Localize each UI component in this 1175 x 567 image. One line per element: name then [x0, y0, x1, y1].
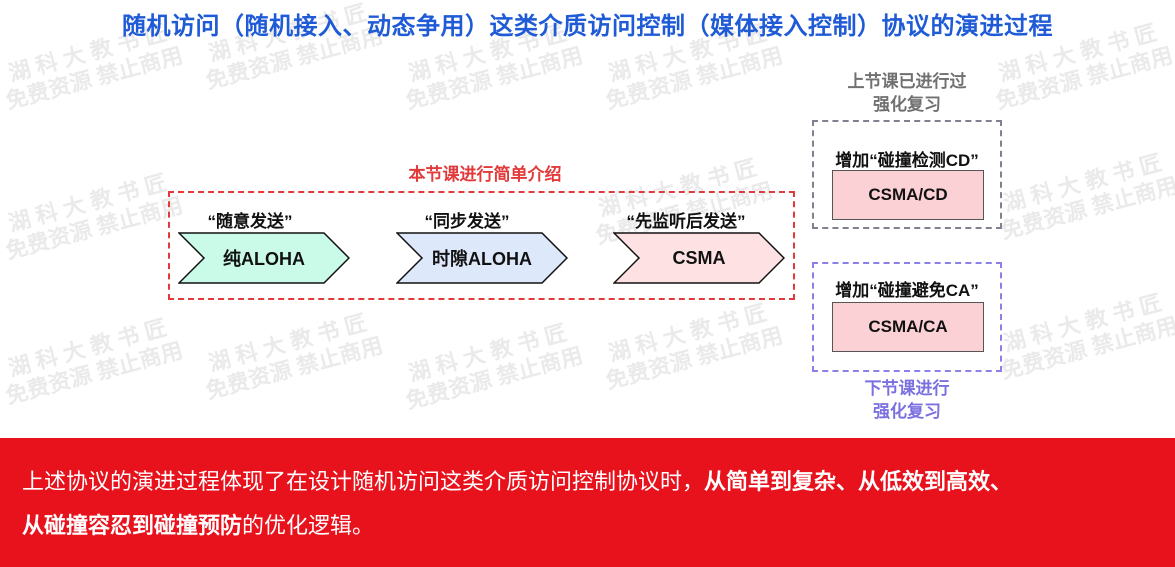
ca-caption: 下节课进行 强化复习: [812, 377, 1002, 423]
stage-pure-aloha: 纯ALOHA: [178, 232, 350, 284]
ca-heading: 增加“碰撞避免CA”: [835, 281, 979, 300]
summary-bold-1: 从简单到复杂、从低效到高效、: [704, 469, 1013, 494]
summary-bold-2: 从碰撞容忍到碰撞预防: [22, 513, 243, 538]
stage-label: 时隙ALOHA: [432, 249, 532, 269]
cd-caption: 上节课已进行过 强化复习: [812, 70, 1002, 116]
chevron-shape: [178, 232, 350, 284]
csma-ca-box: CSMA/CA: [832, 302, 984, 352]
watermark: 湖 科 大 教 书 匠免费资源 禁止商用: [203, 309, 386, 404]
stage-slotted-aloha: 时隙ALOHA: [396, 232, 568, 284]
cd-caption-line1: 上节课已进行过: [847, 72, 967, 91]
stage-quote-aloha: “随意发送”: [207, 212, 293, 231]
chevron-shape: [613, 232, 785, 284]
ca-caption-line1: 下节课进行: [864, 379, 950, 398]
watermark: 湖 科 大 教 书 匠免费资源 禁止商用: [603, 299, 786, 394]
intro-section-frame: [168, 191, 795, 300]
watermark: 湖 科 大 教 书 匠免费资源 禁止商用: [998, 289, 1175, 384]
cd-caption-line2: 强化复习: [873, 95, 941, 114]
cd-section-frame: 增加“碰撞检测CD” CSMA/CD: [812, 120, 1002, 229]
summary-text-1: 上述协议的演进过程体现了在设计随机访问这类介质访问控制协议时，: [22, 469, 705, 494]
ca-caption-line2: 强化复习: [873, 402, 941, 421]
stage-quote-slotted-aloha: “同步发送”: [424, 212, 510, 231]
csma-cd-box: CSMA/CD: [832, 170, 984, 220]
watermark: 湖 科 大 教 书 匠免费资源 禁止商用: [403, 319, 586, 414]
stage-label: 纯ALOHA: [223, 249, 305, 269]
watermark: 湖 科 大 教 书 匠免费资源 禁止商用: [3, 314, 186, 409]
chevron-shape: [396, 232, 568, 284]
stage-csma: CSMA: [613, 232, 785, 284]
stage-label: CSMA: [672, 247, 726, 268]
ca-section-frame: 增加“碰撞避免CA” CSMA/CA: [812, 262, 1002, 372]
summary-banner: 上述协议的演进过程体现了在设计随机访问这类介质访问控制协议时，从简单到复杂、从低…: [0, 438, 1175, 567]
watermark: 湖 科 大 教 书 匠免费资源 禁止商用: [998, 149, 1175, 244]
summary-text-2: 的优化逻辑。: [242, 513, 375, 538]
cd-heading: 增加“碰撞检测CD”: [835, 151, 979, 170]
watermark: 湖 科 大 教 书 匠免费资源 禁止商用: [3, 169, 186, 264]
page-title: 随机访问（随机接入、动态争用）这类介质访问控制（媒体接入控制）协议的演进过程: [122, 13, 1053, 40]
stage-quote-csma: “先监听后发送”: [626, 212, 746, 231]
intro-caption: 本节课进行简单介绍: [408, 165, 562, 184]
